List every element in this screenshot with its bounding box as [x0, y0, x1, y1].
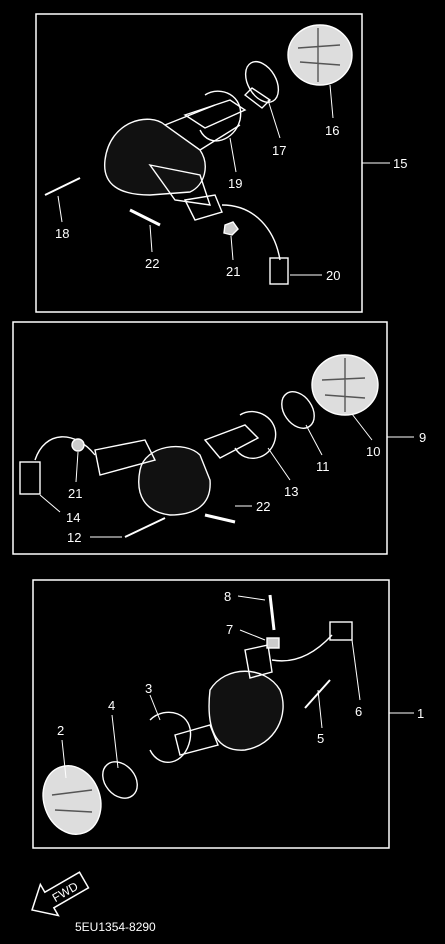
label-12: 12	[67, 530, 81, 545]
label-13: 13	[284, 484, 298, 499]
label-8: 8	[224, 589, 231, 604]
diagram-code: 5EU1354-8290	[75, 920, 156, 934]
label-2: 2	[57, 723, 64, 738]
label-7: 7	[226, 622, 233, 637]
leader-lines-1	[61, 595, 414, 779]
label-21-mid: 21	[68, 486, 82, 501]
fwd-arrow-icon: FWD	[31, 871, 90, 917]
turn-signal-assembly-9	[19, 354, 379, 538]
label-11: 11	[316, 459, 330, 474]
label-17: 17	[272, 143, 286, 158]
label-18: 18	[55, 226, 69, 241]
turn-signal-assembly-1	[42, 594, 353, 835]
label-16: 16	[325, 123, 339, 138]
leader-lines-9	[39, 413, 414, 538]
label-6: 6	[355, 704, 362, 719]
turn-signal-assembly-15	[44, 24, 353, 285]
label-10: 10	[366, 444, 380, 459]
label-20: 20	[326, 268, 340, 283]
label-21-top: 21	[226, 264, 240, 279]
label-5: 5	[317, 731, 324, 746]
label-19: 19	[228, 176, 242, 191]
label-15: 15	[393, 156, 407, 171]
label-14: 14	[66, 510, 80, 525]
leader-lines-15	[57, 84, 390, 276]
label-1: 1	[417, 706, 424, 721]
label-9: 9	[419, 430, 426, 445]
label-22-top: 22	[145, 256, 159, 271]
assembly-1-frame	[32, 579, 390, 849]
label-22-mid: 22	[256, 499, 270, 514]
label-3: 3	[145, 681, 152, 696]
assembly-9-frame	[12, 321, 388, 555]
label-4: 4	[108, 698, 115, 713]
